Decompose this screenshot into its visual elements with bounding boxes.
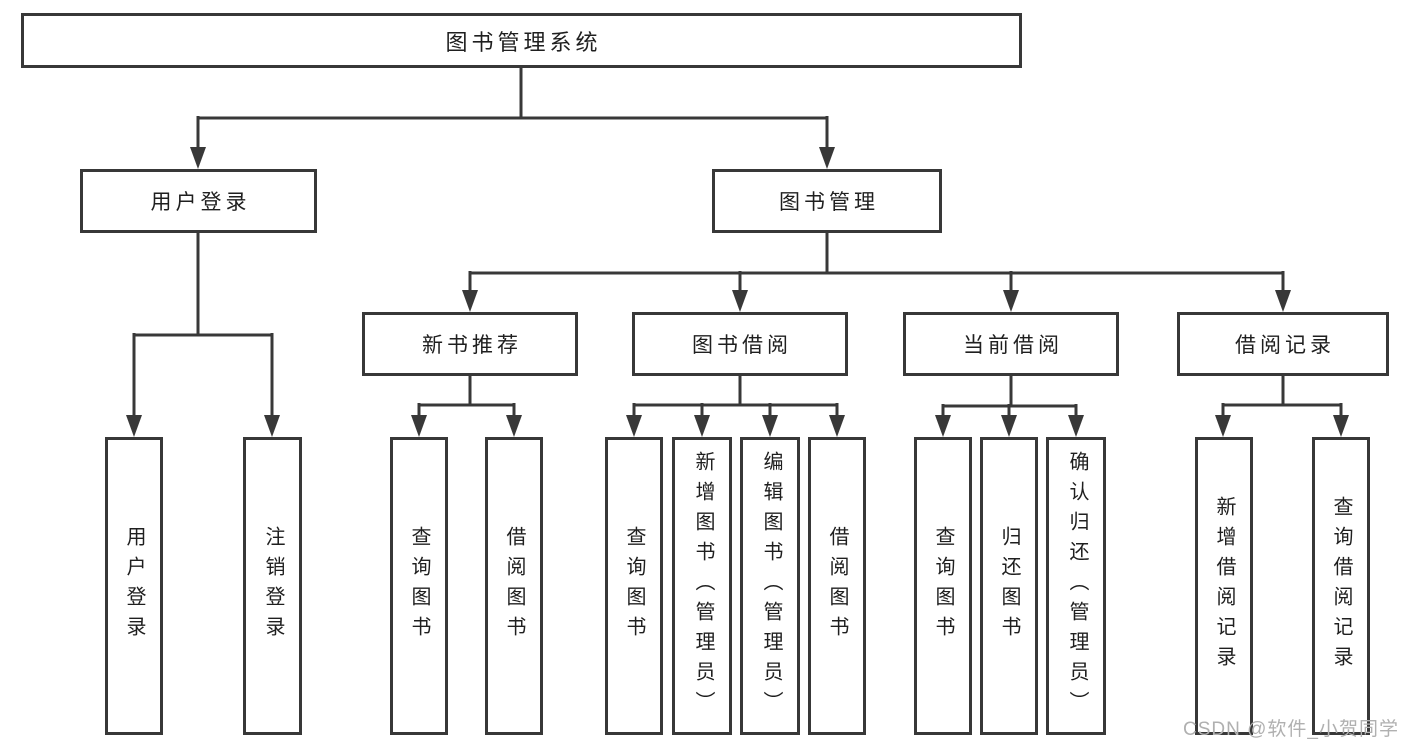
node-book-borrowing: 图书借阅: [632, 312, 848, 376]
node-logout-login: 注销登录: [243, 437, 302, 735]
node-book-management: 图书管理: [712, 169, 942, 233]
node-borrow-books-leaf: 借阅图书: [808, 437, 866, 735]
csdn-watermark: CSDN @软件_小贺同学: [1183, 719, 1399, 740]
node-query-books-borrowing: 查询图书: [605, 437, 663, 735]
node-new-book-recommendation: 新书推荐: [362, 312, 578, 376]
node-borrowing-records: 借阅记录: [1177, 312, 1389, 376]
node-library-management-system: 图书管理系统: [21, 13, 1022, 68]
node-borrow-books-recommend: 借阅图书: [485, 437, 543, 735]
node-user-login: 用户登录: [80, 169, 317, 233]
node-query-books-recommend: 查询图书: [390, 437, 448, 735]
node-query-books-current: 查询图书: [914, 437, 972, 735]
node-user-login-leaf: 用户登录: [105, 437, 163, 735]
node-add-borrow-record: 新增借阅记录: [1195, 437, 1253, 735]
node-query-borrow-record: 查询借阅记录: [1312, 437, 1370, 735]
node-add-books-admin: 新增图书（管理员）: [672, 437, 732, 735]
node-confirm-return-admin: 确认归还（管理员）: [1046, 437, 1106, 735]
node-return-books: 归还图书: [980, 437, 1038, 735]
node-current-borrowing: 当前借阅: [903, 312, 1119, 376]
node-edit-books-admin: 编辑图书（管理员）: [740, 437, 800, 735]
arrow-down-icons: [126, 147, 1349, 437]
